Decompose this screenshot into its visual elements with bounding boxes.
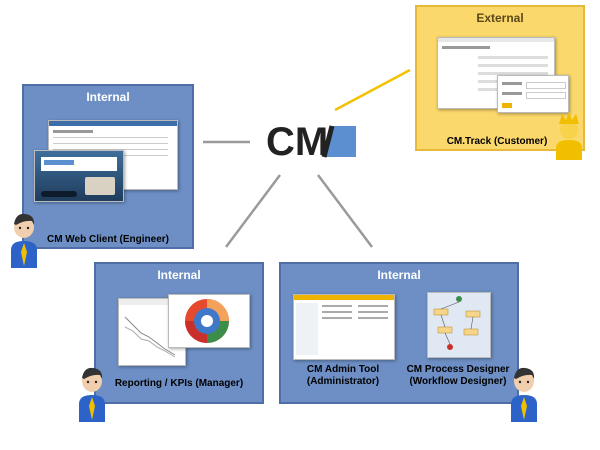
panel-admin: Internal CM Admin Tool (Administrator) C…	[279, 262, 519, 404]
reporting-sunburst-screenshot	[168, 294, 250, 348]
cm-track-login-screenshot	[497, 75, 569, 113]
panel-web-client: Internal CM Web Client (Engineer)	[22, 84, 194, 249]
sunburst-chart-icon	[185, 299, 229, 343]
reporting-label: Reporting / KPIs (Manager)	[114, 378, 244, 389]
line-chart-icon	[119, 299, 185, 358]
external-label: CM.Track (Customer)	[446, 136, 548, 147]
panel-title: Internal	[157, 268, 201, 282]
designer-label: CM Process Designer (Workflow Designer)	[406, 364, 510, 387]
connector-reporting	[225, 174, 281, 248]
web-client-label: CM Web Client (Engineer)	[46, 234, 170, 245]
panel-title: External	[476, 11, 524, 25]
panel-title: Internal	[86, 90, 130, 104]
admin-label: CM Admin Tool (Administrator)	[306, 364, 380, 387]
designer-person-icon	[511, 367, 537, 422]
cm-logo-text: CM	[266, 120, 328, 162]
panel-title: Internal	[377, 268, 421, 282]
connector-admin	[317, 174, 373, 248]
panel-reporting: Internal Reporting / KPIs (Manager)	[94, 262, 264, 404]
web-client-login-screenshot	[34, 150, 124, 202]
manager-person-icon	[79, 367, 105, 422]
panel-external: External CM.Track (Customer)	[415, 5, 585, 151]
workflow-diagram-icon	[433, 296, 481, 350]
engineer-person-icon	[11, 213, 37, 268]
connector-external	[334, 68, 411, 112]
process-designer-screenshot	[427, 292, 491, 358]
customer-crown-person-icon	[556, 112, 582, 160]
cm-logo: CM	[266, 120, 361, 164]
admin-tool-screenshot	[293, 294, 395, 360]
